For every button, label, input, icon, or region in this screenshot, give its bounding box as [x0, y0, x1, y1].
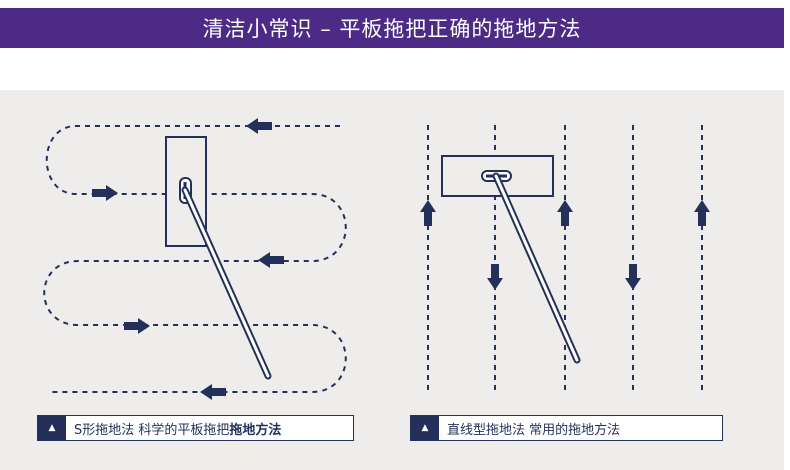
page-title: 清洁小常识 – 平板拖把正确的拖地方法: [202, 17, 582, 41]
method-emphasis: 拖地方法: [229, 422, 282, 438]
arrow-down-icon: [487, 264, 503, 290]
arrow-up-icon: [557, 200, 573, 226]
straight-method-caption: ▲ 直线型拖地法 常用的拖地方法: [410, 415, 723, 441]
arrow-right-icon: [124, 318, 150, 334]
triangle-up-icon: ▲: [411, 416, 439, 440]
arrow-down-icon: [625, 264, 641, 290]
s-shape-diagram: [43, 118, 347, 400]
straight-line-diagram: [420, 125, 710, 392]
method-name: S形拖地法: [74, 422, 135, 438]
s-path-line: [43, 125, 347, 393]
caption-text: 直线型拖地法 常用的拖地方法: [439, 419, 620, 438]
method-desc: 科学的平板拖把: [138, 422, 230, 438]
method-desc: 常用的拖地方法: [529, 422, 621, 438]
arrow-right-icon: [92, 185, 118, 201]
arrow-left-icon: [246, 118, 272, 134]
triangle-up-icon: ▲: [38, 416, 66, 440]
arrow-up-icon: [420, 200, 436, 226]
arrow-left-icon: [258, 252, 284, 268]
caption-text: S形拖地法 科学的平板拖把拖地方法: [66, 419, 281, 438]
method-name: 直线型拖地法: [447, 422, 526, 438]
title-banner: 清洁小常识 – 平板拖把正确的拖地方法: [0, 8, 784, 48]
arrow-left-icon: [200, 384, 226, 400]
arrow-up-icon: [694, 200, 710, 226]
s-method-caption: ▲ S形拖地法 科学的平板拖把拖地方法: [37, 415, 354, 441]
diagram-panel: [0, 90, 784, 470]
